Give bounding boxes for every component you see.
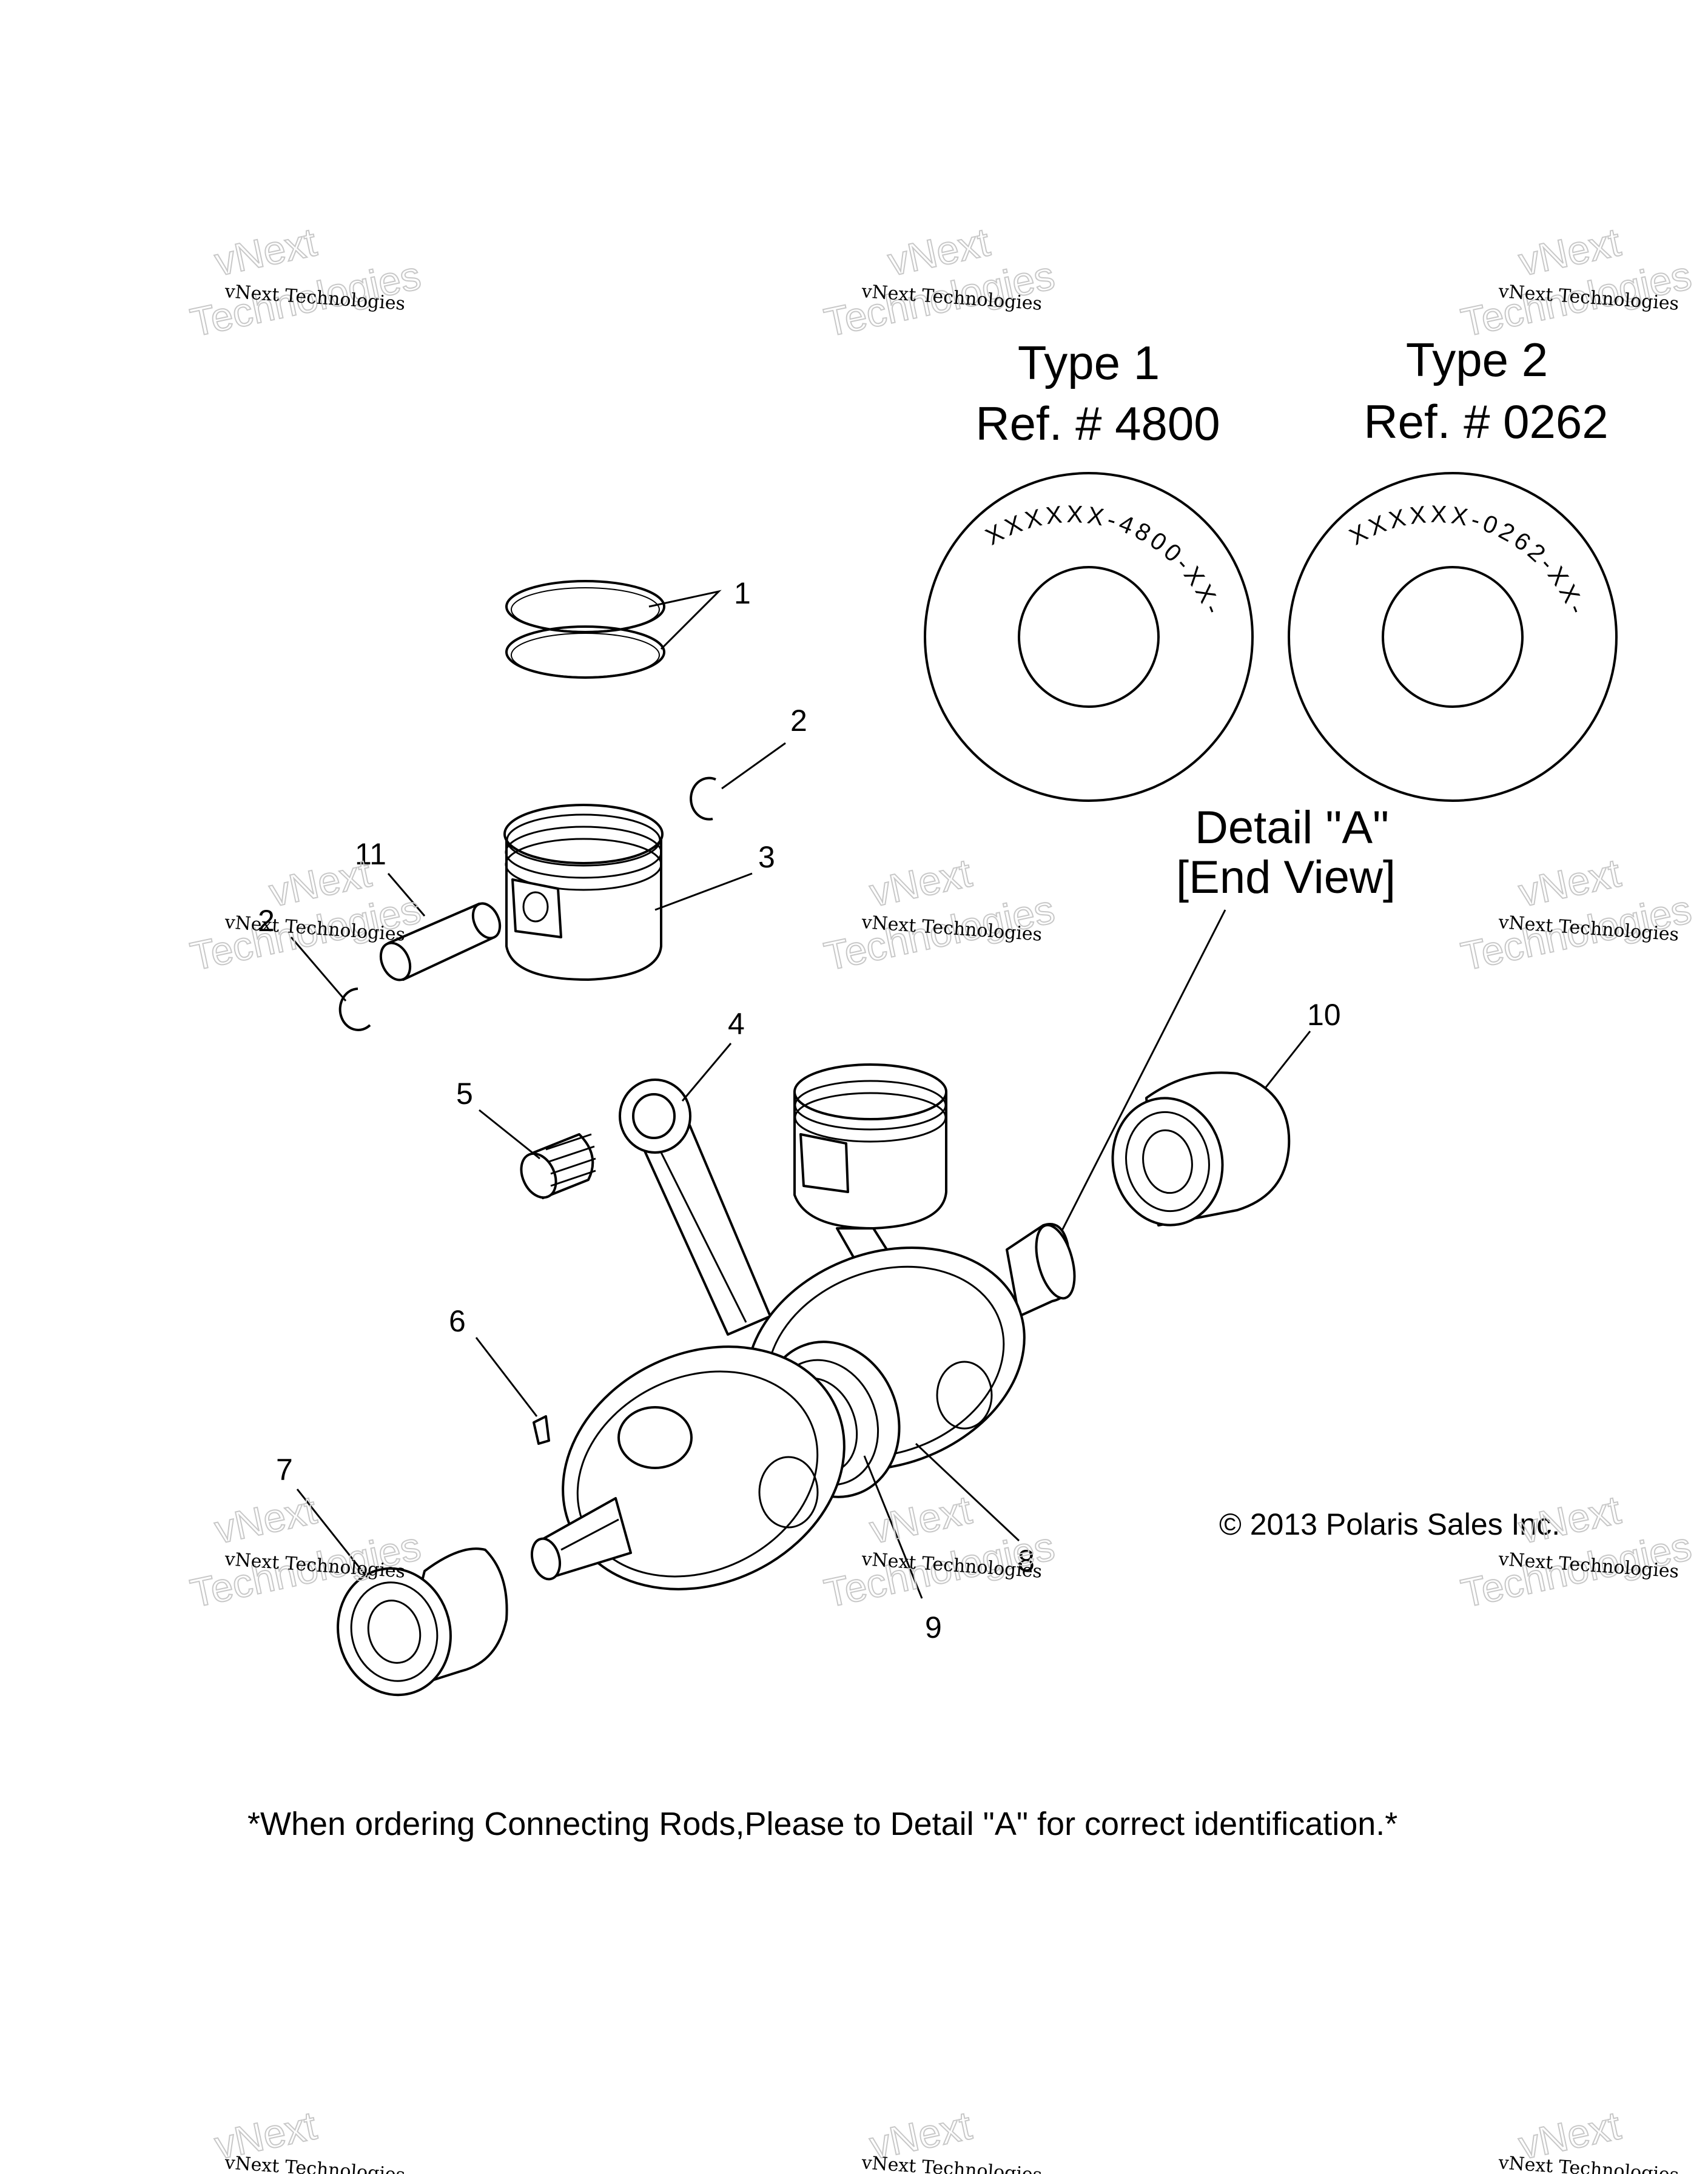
svg-text:vNext Technologies: vNext Technologies: [860, 2152, 1043, 2174]
watermark-lower-center: vNext Technologies vNext Technologies: [820, 1486, 1059, 1616]
watermark-mid-center: vNext Technologies vNext Technologies: [820, 849, 1059, 979]
detail-subtitle: [End View]: [1176, 852, 1396, 903]
needle-bearing: [520, 1133, 596, 1199]
callout-1: 1: [734, 576, 751, 610]
svg-text:vNext: vNext: [211, 219, 320, 284]
watermark-lower-right: vNext Technologies vNext Technologies: [1457, 1486, 1696, 1616]
footnote: *When ordering Connecting Rods,Please to…: [247, 1806, 1397, 1842]
svg-text:XXXXXX-4800-XX-XX-XX: XXXXXX-4800-XX-XX-XX: [0, 0, 1228, 621]
main-bearing-left: [337, 1547, 508, 1697]
piston: [503, 804, 664, 981]
type1-title: Type 1: [1018, 336, 1160, 389]
circlip-left: [338, 988, 371, 1031]
type2-title: Type 2: [1406, 333, 1548, 386]
callout-4: 4: [728, 1007, 745, 1041]
piston-rings: [505, 580, 665, 679]
svg-text:vNext Technologies: vNext Technologies: [223, 2152, 406, 2174]
type1-ref: Ref. # 4800: [975, 397, 1220, 450]
callout-5: 5: [456, 1077, 473, 1111]
callout-9: 9: [925, 1610, 942, 1644]
watermark-bottom-right: vNext vNext Technologies: [1497, 2102, 1679, 2174]
connecting-rod: [619, 1079, 772, 1336]
svg-text:vNext Technologies: vNext Technologies: [1497, 2152, 1679, 2174]
woodruff-key: [533, 1415, 550, 1445]
detail-title: Detail "A": [1195, 802, 1389, 853]
copyright: © 2013 Polaris Sales Inc.: [1219, 1507, 1560, 1541]
callout-2-top: 2: [790, 704, 807, 738]
callout-6: 6: [449, 1304, 466, 1338]
callout-10: 10: [1307, 998, 1341, 1032]
callout-7: 7: [276, 1453, 293, 1487]
watermark-bottom-left: vNext vNext Technologies: [210, 2102, 406, 2174]
type1-stamp-code: XXXXXX-4800-XX-XX-XX: [0, 0, 1224, 621]
watermark-top-right: vNext Technologies vNext Technologies: [1457, 218, 1696, 345]
callout-3: 3: [758, 840, 775, 874]
svg-text:vNext: vNext: [211, 1487, 320, 1552]
watermark-mid-right: vNext Technologies vNext Technologies: [1457, 849, 1696, 979]
circlip-right: [690, 776, 716, 821]
watermark-top-center: vNext Technologies vNext Technologies: [820, 218, 1059, 345]
callout-11: 11: [355, 837, 386, 871]
watermark-bottom-center: vNext vNext Technologies: [860, 2102, 1043, 2174]
watermark-top-left: vNext Technologies vNext Technologies: [186, 218, 425, 345]
callout-2-left: 2: [258, 904, 275, 938]
type2-ref: Ref. # 0262: [1363, 395, 1608, 448]
main-bearing-right: [1111, 1071, 1291, 1227]
callout-8: 8: [1018, 1544, 1035, 1578]
crankshaft: [530, 1223, 1076, 1590]
wrist-pin: [379, 902, 502, 981]
